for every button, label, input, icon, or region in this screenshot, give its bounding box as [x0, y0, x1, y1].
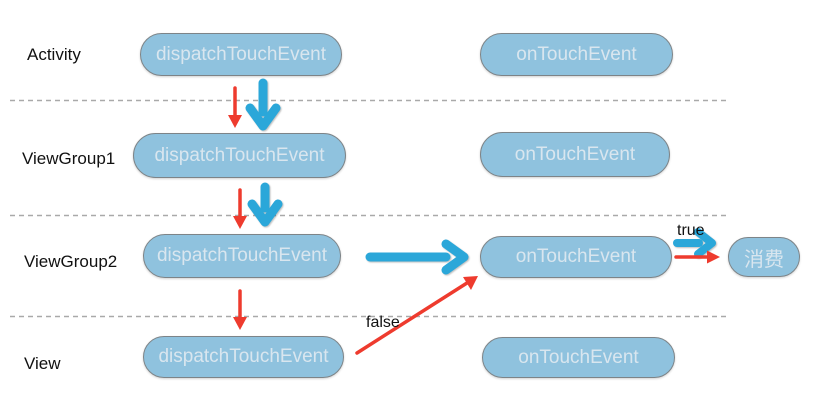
row-label-viewgroup1: ViewGroup1: [22, 149, 116, 168]
node-viewgroup1-dispatchtouchevent: dispatchTouchEvent: [133, 133, 346, 178]
edge-label-true: true: [677, 222, 705, 239]
blue-arrow-dispatch-to-ontouch: [365, 239, 469, 275]
red-arrow-viewgroup1-to-viewgroup2: [233, 188, 247, 229]
node-activity-ontouchevent: onTouchEvent: [480, 33, 673, 76]
red-arrow-to-consume: [674, 250, 720, 264]
blue-arrow-viewgroup1-to-viewgroup2: [247, 182, 283, 227]
node-view-dispatchtouchevent: dispatchTouchEvent: [143, 336, 344, 378]
node-viewgroup2-dispatchtouchevent: dispatchTouchEvent: [143, 234, 341, 278]
node-consume: 消费: [728, 237, 800, 277]
row-label-activity: Activity: [27, 45, 81, 64]
node-view-ontouchevent: onTouchEvent: [482, 337, 675, 378]
row-label-viewgroup2: ViewGroup2: [24, 252, 118, 271]
row-label-view: View: [24, 354, 61, 373]
edge-label-false: false: [366, 314, 400, 331]
node-viewgroup2-ontouchevent: onTouchEvent: [480, 236, 672, 278]
red-arrow-viewgroup2-to-view: [233, 289, 247, 330]
blue-arrow-activity-to-viewgroup1: [245, 78, 281, 131]
red-arrow-activity-to-viewgroup1: [228, 86, 242, 128]
node-activity-dispatchtouchevent: dispatchTouchEvent: [140, 33, 342, 76]
node-viewgroup1-ontouchevent: onTouchEvent: [480, 132, 670, 177]
